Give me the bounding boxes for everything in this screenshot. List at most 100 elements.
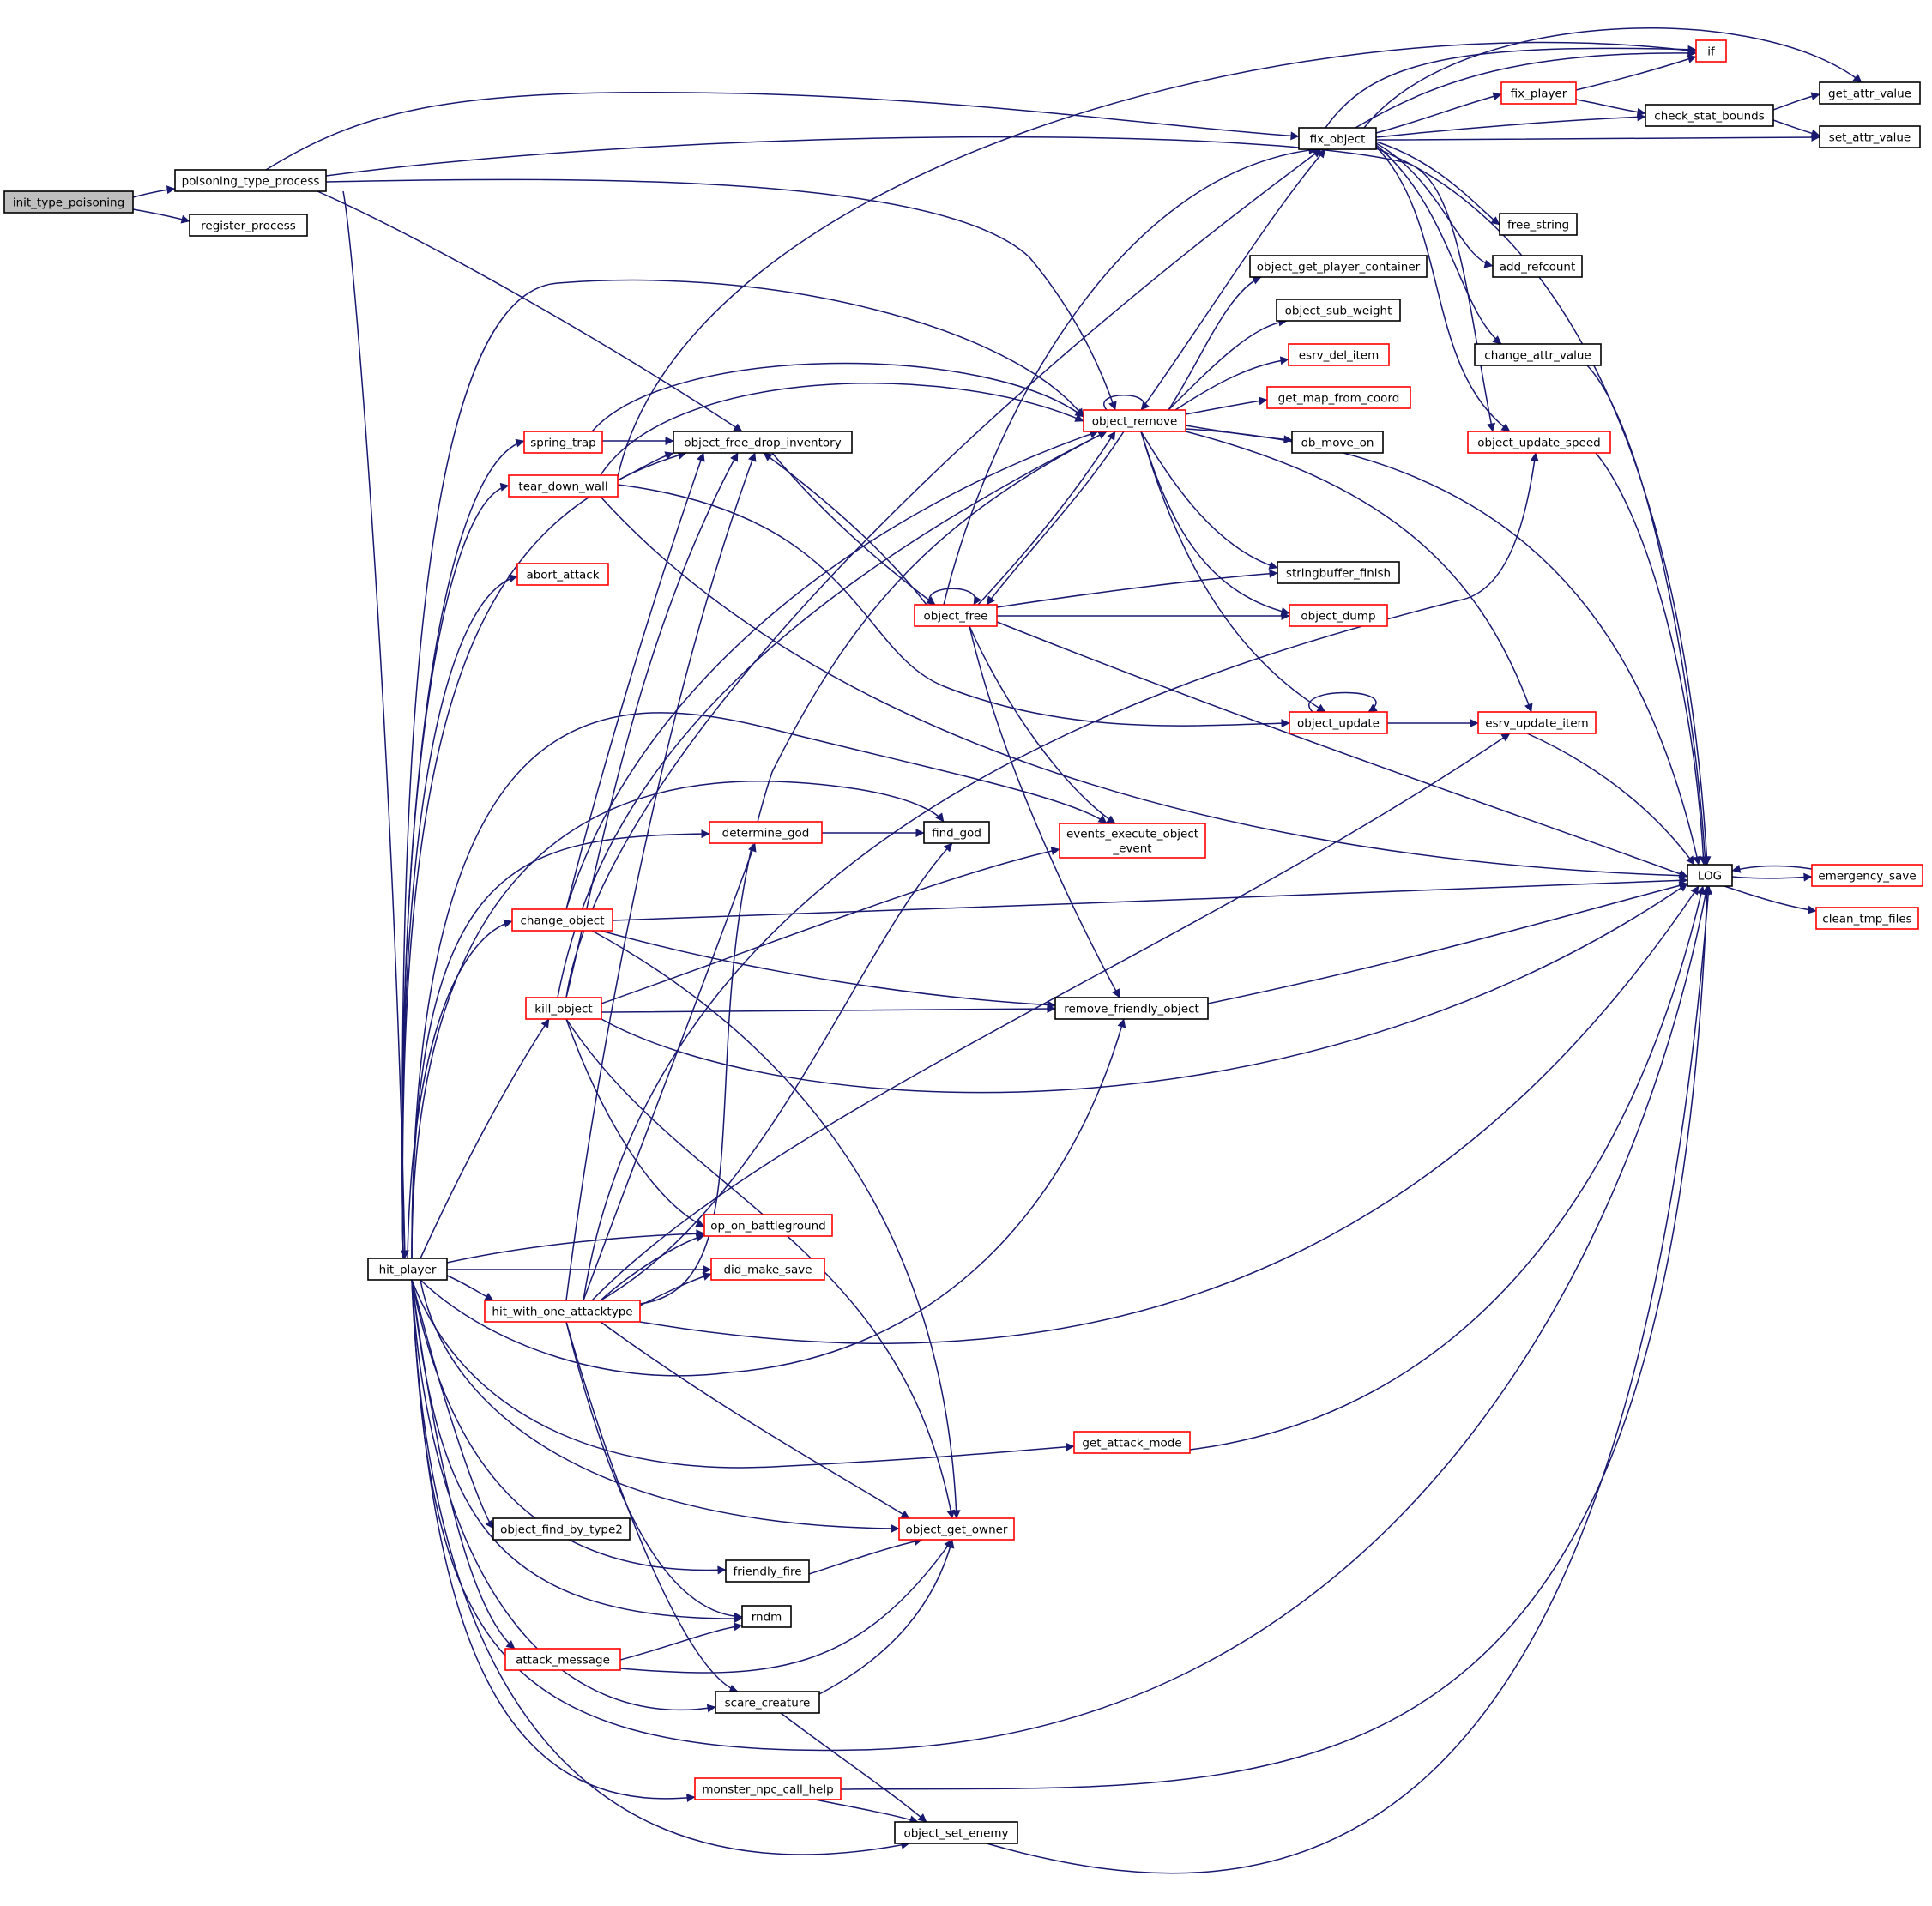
node-object-free-drop-inventory[interactable]: object_free_drop_inventory	[673, 431, 853, 454]
edge-hit-with-one-attacktype-to-find-god	[600, 842, 953, 1301]
node-spring-trap[interactable]: spring_trap	[523, 431, 603, 454]
node-object-update-speed[interactable]: object_update_speed	[1467, 431, 1611, 454]
edge-esrv-update-item-to-LOG	[1526, 733, 1695, 866]
node-esrv-del-item[interactable]: esrv_del_item	[1288, 343, 1390, 366]
node-label: find_god	[932, 827, 981, 841]
node-change-object[interactable]: change_object	[511, 908, 613, 932]
node-friendly-fire[interactable]: friendly_fire	[725, 1559, 810, 1583]
node-box	[1276, 299, 1401, 322]
edge-LOG-to-emergency-save	[1731, 872, 1813, 882]
node-object-find-by-type2[interactable]: object_find_by_type2	[492, 1517, 631, 1541]
node-scare-creature[interactable]: scare_creature	[715, 1691, 820, 1714]
node-object-free[interactable]: object_free	[914, 604, 998, 627]
node-poisoning-type-process[interactable]: poisoning_type_process	[174, 169, 327, 192]
edge-hit-player-to-object-remove	[401, 279, 1084, 1259]
node-hit-player[interactable]: hit_player	[367, 1258, 448, 1281]
node-stringbuffer-finish[interactable]: stringbuffer_finish	[1277, 561, 1400, 584]
node-get-attack-mode[interactable]: get_attack_mode	[1073, 1431, 1191, 1454]
edge-fix-object-to-if	[1325, 45, 1697, 129]
node-box	[492, 1517, 631, 1541]
node-clean-tmp-files[interactable]: clean_tmp_files	[1815, 907, 1919, 930]
node-box	[511, 908, 613, 932]
node-box	[1687, 864, 1733, 887]
node-op-on-battleground[interactable]: op_on_battleground	[703, 1214, 833, 1237]
edge-tear-down-wall-to-if	[617, 41, 1697, 478]
node-object-dump[interactable]: object_dump	[1289, 604, 1388, 627]
node-monster-npc-call-help[interactable]: monster_npc_call_help	[694, 1777, 842, 1800]
node-label: object_set_enemy	[903, 1827, 1008, 1841]
node-box	[673, 431, 853, 454]
edge-tear-down-wall-to-LOG	[600, 496, 1688, 880]
node-box	[508, 474, 619, 498]
node-hit-with-one-attacktype[interactable]: hit_with_one_attacktype	[484, 1300, 641, 1323]
node-box	[516, 563, 609, 586]
edge-init-type-poisoning-to-poisoning-type-process	[132, 185, 176, 198]
edge-hit-player-to-object-set-enemy	[411, 1279, 910, 1855]
node-object-get-player-container[interactable]: object_get_player_container	[1249, 255, 1428, 278]
node-fix-player[interactable]: fix_player	[1500, 81, 1577, 105]
edge-fix-object-to-free-string	[1375, 141, 1500, 226]
node-box	[1266, 386, 1411, 409]
node-if[interactable]: if	[1695, 39, 1727, 63]
node-rndm[interactable]: rndm	[741, 1605, 792, 1628]
node-determine-god[interactable]: determine_god	[709, 821, 823, 844]
node-events-execute-object-event[interactable]: events_execute_object_event	[1059, 823, 1206, 859]
edge-change-object-to-object-free-drop-inventory	[565, 452, 705, 910]
node-init-type-poisoning[interactable]: init_type_poisoning	[3, 190, 134, 214]
node-box	[1059, 823, 1206, 859]
node-label: object_update	[1297, 717, 1380, 731]
node-attack-message[interactable]: attack_message	[504, 1648, 621, 1671]
edge-tear-down-wall-to-object-update	[617, 484, 1290, 728]
node-label: kill_object	[534, 1003, 592, 1016]
node-label: free_string	[1507, 219, 1569, 232]
node-get-map-from-coord[interactable]: get_map_from_coord	[1266, 386, 1411, 409]
node-free-string[interactable]: free_string	[1499, 213, 1578, 236]
node-box	[1695, 39, 1727, 63]
node-box	[1645, 104, 1774, 127]
node-find-god[interactable]: find_god	[923, 821, 990, 844]
edge-hit-player-to-op-on-battleground	[446, 1229, 705, 1264]
node-check-stat-bounds[interactable]: check_stat_bounds	[1645, 104, 1774, 127]
edge-fix-object-to-check-stat-bounds	[1375, 112, 1646, 138]
node-ob-move-on[interactable]: ob_move_on	[1291, 431, 1384, 454]
node-box	[725, 1559, 810, 1583]
node-object-remove[interactable]: object_remove	[1083, 409, 1186, 432]
node-label: get_attr_value	[1828, 87, 1911, 101]
edge-hit-with-one-attacktype-to-LOG	[639, 885, 1700, 1344]
node-label: object_dump	[1301, 610, 1375, 624]
node-did-make-save[interactable]: did_make_save	[710, 1258, 825, 1281]
node-add-refcount[interactable]: add_refcount	[1492, 255, 1583, 278]
node-esrv-update-item[interactable]: esrv_update_item	[1477, 711, 1597, 734]
node-box	[189, 214, 308, 237]
edge-spring-trap-to-object-remove	[591, 362, 1084, 432]
node-box	[174, 169, 327, 192]
edge-kill-object-to-events-execute-object-event	[601, 847, 1060, 1004]
node-label: fix_object	[1310, 133, 1366, 147]
edge-object-remove-to-ob-move-on	[1185, 425, 1293, 444]
node-box	[1298, 127, 1377, 150]
node-LOG[interactable]: LOG	[1687, 864, 1733, 887]
node-object-sub-weight[interactable]: object_sub_weight	[1276, 299, 1401, 322]
edge-hit-player-to-scare-creature	[411, 1279, 716, 1713]
node-label: esrv_update_item	[1485, 717, 1588, 731]
node-emergency-save[interactable]: emergency_save	[1811, 864, 1923, 887]
node-object-set-enemy[interactable]: object_set_enemy	[894, 1821, 1018, 1844]
edge-object-update-to-object-update	[1308, 691, 1378, 713]
node-object-get-owner[interactable]: object_get_owner	[898, 1517, 1015, 1541]
node-remove-friendly-object[interactable]: remove_friendly_object	[1054, 997, 1209, 1020]
edge-friendly-fire-to-object-get-owner	[808, 1537, 923, 1575]
node-get-attr-value[interactable]: get_attr_value	[1819, 81, 1921, 105]
node-label: spring_trap	[530, 437, 595, 450]
edge-hit-player-to-abort-attack	[401, 574, 518, 1259]
node-object-update[interactable]: object_update	[1289, 711, 1388, 734]
node-register-process[interactable]: register_process	[189, 214, 308, 237]
node-kill-object[interactable]: kill_object	[525, 997, 602, 1020]
node-label: stringbuffer_finish	[1286, 567, 1391, 581]
node-label: emergency_save	[1818, 870, 1916, 884]
node-fix-object[interactable]: fix_object	[1298, 127, 1377, 150]
node-box	[894, 1821, 1018, 1844]
node-set-attr-value[interactable]: set_attr_value	[1819, 125, 1921, 148]
node-tear-down-wall[interactable]: tear_down_wall	[508, 474, 619, 498]
node-change-attr-value[interactable]: change_attr_value	[1474, 343, 1602, 366]
node-abort-attack[interactable]: abort_attack	[516, 563, 609, 586]
